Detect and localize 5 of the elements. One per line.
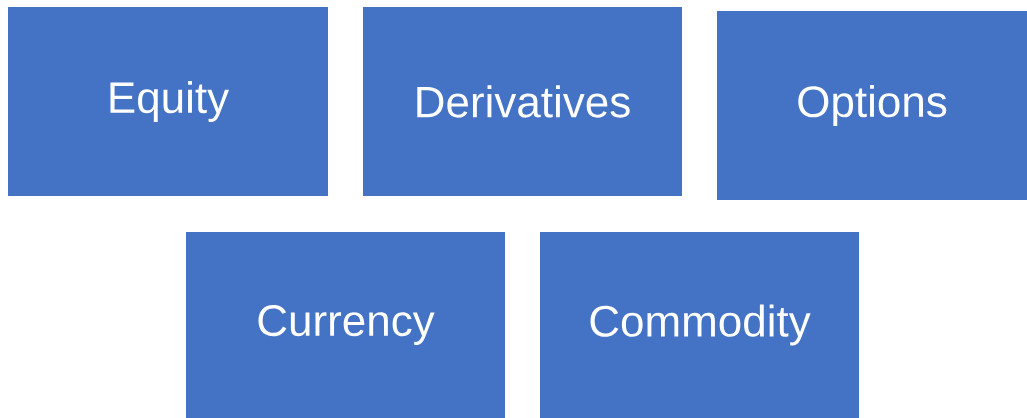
category-box: Commodity: [540, 232, 859, 418]
category-box: Options: [717, 11, 1027, 200]
category-box: Derivatives: [363, 7, 682, 196]
category-box: Currency: [186, 232, 505, 418]
category-box: Equity: [8, 7, 328, 196]
